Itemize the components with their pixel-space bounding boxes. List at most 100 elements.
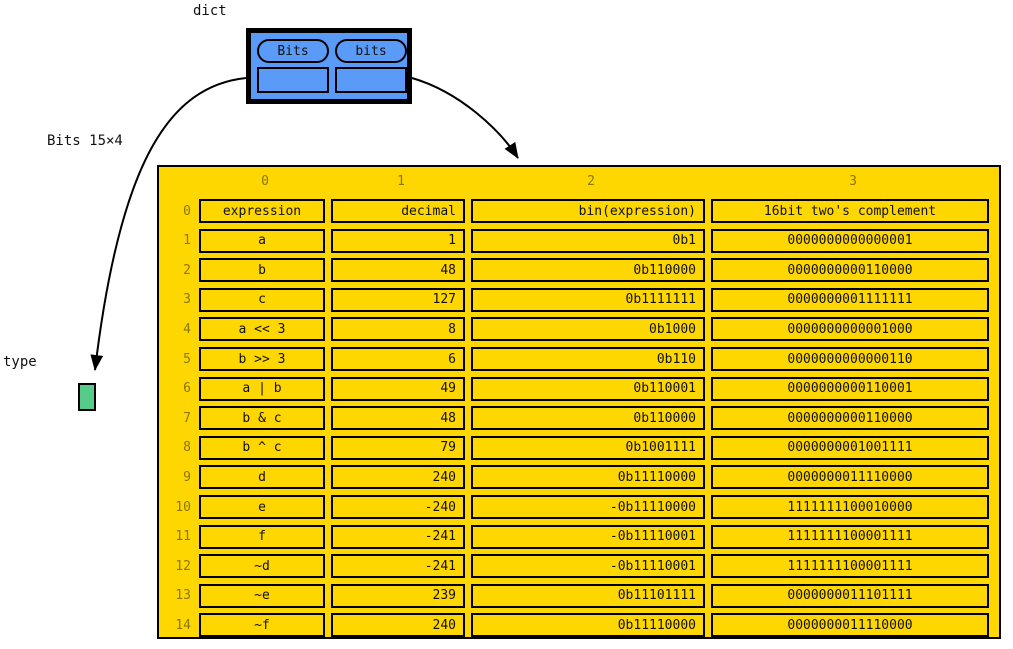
row-index: 12 (175, 558, 191, 574)
table-cell[interactable]: 0b110000 (471, 406, 705, 431)
table-cell[interactable]: 79 (331, 435, 465, 460)
dict-key-Bits[interactable]: Bits (257, 39, 329, 63)
row-index: 14 (175, 617, 191, 633)
table-cell[interactable]: b (199, 258, 325, 283)
table-cell[interactable]: 6 (331, 347, 465, 371)
table-cell[interactable]: 0b1 (471, 228, 705, 253)
table-cell[interactable]: 0b11110000 (471, 465, 705, 490)
table-cell[interactable]: -0b11110001 (471, 524, 705, 549)
table-cell[interactable]: e (199, 495, 325, 519)
type-node[interactable] (78, 383, 96, 411)
row-index: 7 (183, 410, 191, 426)
table-cell[interactable]: -241 (331, 524, 465, 549)
bits-edge-label: Bits 15×4 (47, 133, 123, 149)
table-cell[interactable]: 48 (331, 406, 465, 431)
table-cell[interactable]: 0b110000 (471, 258, 705, 283)
table-cell[interactable]: 240 (331, 465, 465, 490)
column-header-1: 1 (397, 173, 405, 189)
table-cell[interactable]: b ^ c (199, 435, 325, 460)
column-header-0: 0 (261, 173, 269, 189)
table-cell[interactable]: 0000000000110001 (711, 376, 989, 401)
table-cell[interactable]: 0000000011101111 (711, 583, 989, 608)
table-cell[interactable]: 0b1000 (471, 317, 705, 342)
table-cell[interactable]: 0b11101111 (471, 583, 705, 608)
column-header-2: 2 (587, 173, 595, 189)
table-cell[interactable]: 127 (331, 287, 465, 312)
table-cell[interactable]: 0000000001001111 (711, 435, 989, 460)
table-cell[interactable]: d (199, 465, 325, 490)
table-cell[interactable]: 1 (331, 228, 465, 253)
table-cell[interactable]: a (199, 228, 325, 253)
row-index-spacer (159, 167, 199, 195)
table-cell[interactable]: f (199, 524, 325, 549)
row-index: 9 (183, 469, 191, 485)
table-cell[interactable]: 240 (331, 613, 465, 638)
table-cell[interactable]: -0b11110001 (471, 554, 705, 579)
dict-value-slot-Bits[interactable] (257, 67, 329, 93)
table-cell[interactable]: 48 (331, 258, 465, 283)
table-cell[interactable]: b >> 3 (199, 347, 325, 371)
table-cell[interactable]: 1111111100001111 (711, 524, 989, 549)
table-cell[interactable]: -241 (331, 554, 465, 579)
table-cell[interactable]: c (199, 287, 325, 312)
table-cell[interactable]: 0000000011110000 (711, 465, 989, 490)
table-cell[interactable]: ~e (199, 583, 325, 608)
row-index: 5 (183, 351, 191, 367)
table-cell[interactable]: -240 (331, 495, 465, 519)
table-cell[interactable]: 0000000000110000 (711, 258, 989, 283)
table-cell[interactable]: 0000000000000001 (711, 228, 989, 253)
dict-key-row: Bits bits (257, 39, 407, 63)
row-index: 2 (183, 262, 191, 278)
table-cell[interactable]: 16bit two's complement (711, 199, 989, 223)
table-cell[interactable]: expression (199, 199, 325, 223)
table-cell[interactable]: 1111111100010000 (711, 495, 989, 519)
table-cell[interactable]: 0b1001111 (471, 435, 705, 460)
table-cell[interactable]: 0000000000110000 (711, 406, 989, 431)
row-index: 10 (175, 499, 191, 515)
table-cell[interactable]: a | b (199, 376, 325, 401)
table-cell[interactable]: 8 (331, 317, 465, 342)
table-cell[interactable]: 239 (331, 583, 465, 608)
table-cell[interactable]: ~d (199, 554, 325, 579)
column-header-row: 0 1 2 3 (159, 167, 999, 195)
table-cell[interactable]: 0b110001 (471, 376, 705, 401)
table-cell[interactable]: -0b11110000 (471, 495, 705, 519)
table-cell[interactable]: 1111111100001111 (711, 554, 989, 579)
table-cell[interactable]: bin(expression) (471, 199, 705, 223)
table-cell[interactable]: 0000000000000110 (711, 347, 989, 371)
dict-key-bits[interactable]: bits (335, 39, 407, 63)
table-cell[interactable]: decimal (331, 199, 465, 223)
row-index: 8 (183, 440, 191, 456)
dict-value-slot-bits[interactable] (335, 67, 407, 93)
table-cell[interactable]: 49 (331, 376, 465, 401)
table-cell[interactable]: 0000000000001000 (711, 317, 989, 342)
table-cell[interactable]: 0000000011110000 (711, 613, 989, 638)
row-index: 4 (183, 321, 191, 337)
table-cell[interactable]: 0b110 (471, 347, 705, 371)
row-index: 1 (183, 233, 191, 249)
table-cell[interactable]: 0b1111111 (471, 287, 705, 312)
table-cell[interactable]: 0000000001111111 (711, 287, 989, 312)
dict-node[interactable]: Bits bits (246, 28, 412, 104)
table-cell[interactable]: 0b11110000 (471, 613, 705, 638)
table-cell[interactable]: ~f (199, 613, 325, 638)
table-cell[interactable]: a << 3 (199, 317, 325, 342)
type-node-label: type (3, 354, 37, 370)
table-cell[interactable]: b & c (199, 406, 325, 431)
